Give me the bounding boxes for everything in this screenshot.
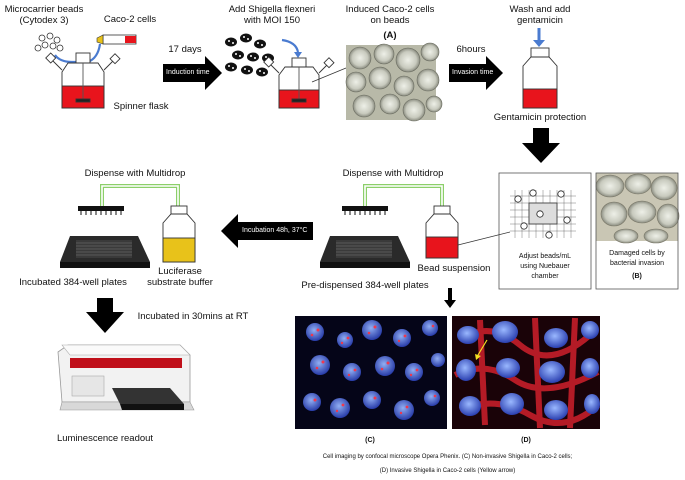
adjust-label-2: using Nuebauer	[520, 263, 570, 270]
arrow-incubation	[221, 214, 313, 248]
arrow-invasion	[449, 56, 503, 90]
plate-reader-icon	[57, 344, 195, 411]
induction-time-label: Induction time	[166, 69, 210, 76]
adjust-label-1: Adjust beads/mL	[518, 253, 572, 260]
luminescence-label: Luminescence readout	[56, 433, 154, 444]
days-label: 17 days	[168, 44, 202, 55]
luciferase-label-2: substrate buffer	[147, 277, 213, 288]
incubated-rt-label: Incubated in 30mins at RT	[137, 311, 249, 322]
dispense-left-label: Dispense with Multidrop	[84, 168, 186, 179]
photo-c-non-invasive	[295, 316, 447, 429]
caption-line-1: Cell imaging by confocal microscope Oper…	[322, 454, 573, 460]
incubation-label: Incubation 48h, 37°C	[242, 227, 308, 234]
gentamicin-bottle-icon	[522, 47, 558, 109]
photo-a-beads	[345, 42, 443, 122]
wash-label-2: gentamicin	[517, 15, 563, 26]
bead-suspension-label: Bead suspension	[417, 263, 491, 274]
microcarrier-label: Microcarrier beads	[4, 4, 84, 15]
label-b: (B)	[632, 273, 642, 280]
luciferase-label-1: Luciferase	[158, 266, 202, 277]
label-d: (D)	[521, 437, 531, 444]
shigella-bacteria-icon	[225, 33, 274, 77]
arrow-induction	[163, 56, 222, 90]
incubated-plates-label: Incubated 384-well plates	[19, 277, 127, 288]
adjust-label-3: chamber	[531, 273, 559, 280]
induced-label-2: on beads	[370, 15, 410, 26]
wash-label-1: Wash and add	[509, 4, 571, 15]
multidrop-right-icon	[342, 184, 444, 215]
spinner-flask-1-icon	[45, 52, 121, 109]
photo-d-invasive	[452, 316, 601, 429]
spinner-flask-2-icon	[263, 56, 335, 109]
add-shigella-label-1: Add Shigella flexneri	[228, 4, 316, 15]
arrow-down-reader	[86, 298, 124, 333]
microcarrier-beads-icon	[34, 32, 64, 52]
bead-suspension-bottle-icon	[425, 205, 459, 259]
photo-b-damaged-cells	[595, 173, 680, 244]
caco2-tube-icon	[96, 34, 137, 45]
multidrop-left-icon	[78, 184, 180, 215]
plate-right-icon	[320, 236, 410, 268]
label-c: (C)	[365, 437, 375, 444]
spinner-flask-label: Spinner flask	[113, 101, 169, 112]
cytodex-label: (Cytodex 3)	[19, 15, 69, 26]
invasion-time-label: Invasion time	[452, 69, 494, 76]
damaged-label-2: bacterial invasion	[609, 260, 665, 267]
predispensed-label: Pre-dispensed 384-well plates	[301, 280, 429, 291]
dispense-right-label: Dispense with Multidrop	[342, 168, 444, 179]
induced-label-1: Induced Caco-2 cells	[345, 4, 435, 15]
hours-label: 6hours	[456, 44, 486, 55]
luciferase-bottle-icon	[162, 205, 196, 263]
damaged-label-1: Damaged cells by	[609, 250, 665, 257]
label-a: (A)	[383, 30, 397, 41]
add-shigella-label-2: with MOI 150	[244, 15, 300, 26]
plate-left-icon	[60, 236, 150, 268]
gentamicin-protection-label: Gentamicin protection	[493, 112, 587, 123]
caco-cells-label: Caco-2 cells	[103, 14, 157, 25]
caption-line-2: (D) Invasive Shigella in Caco-2 cells (Y…	[379, 468, 516, 474]
arrow-down-gentamicin	[522, 128, 560, 163]
